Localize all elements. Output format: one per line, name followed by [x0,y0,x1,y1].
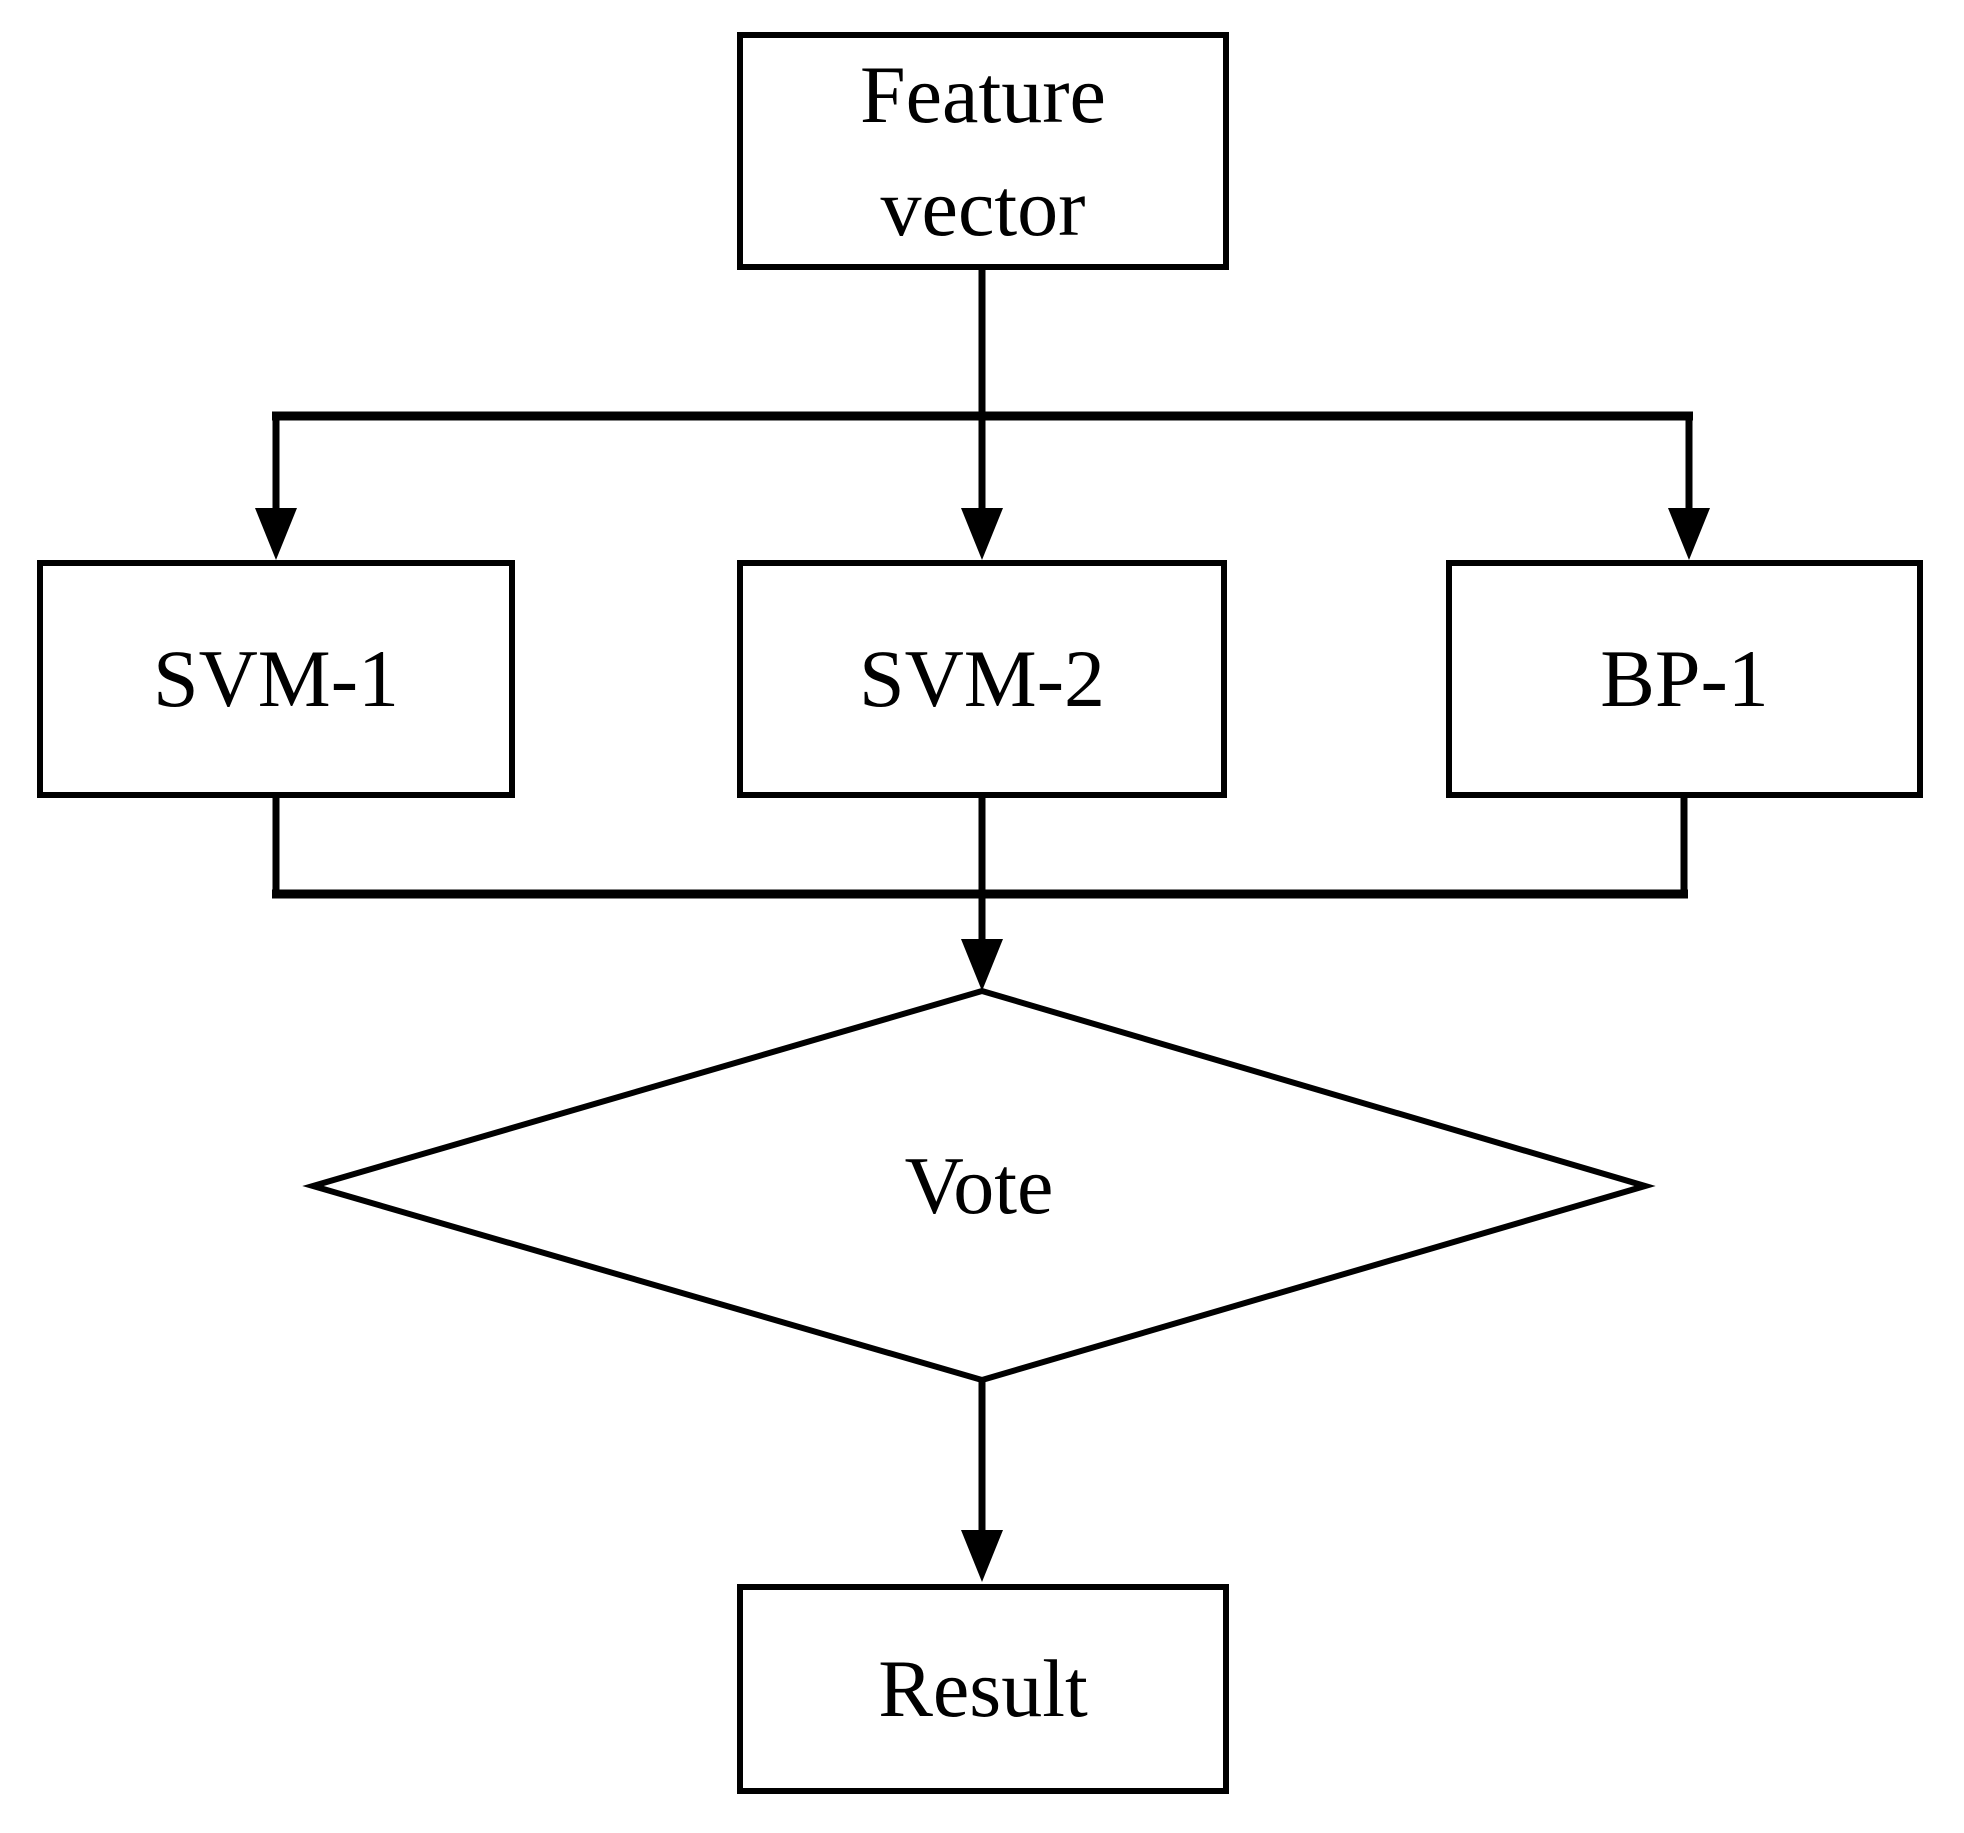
arrowhead-into-vote [961,939,1003,991]
svm1-box: SVM-1 [37,560,515,798]
bp1-label: BP-1 [1600,633,1769,725]
result-label: Result [878,1643,1088,1735]
arrowhead-into-svm1 [255,508,297,560]
svm2-label: SVM-2 [858,633,1106,725]
vote-diamond-shape [302,987,1656,1384]
arrowhead-into-svm2 [961,508,1003,560]
svm1-label: SVM-1 [152,633,400,725]
arrowhead-into-bp1 [1668,508,1710,560]
bp1-box: BP-1 [1446,560,1923,798]
feature-vector-label: Feature vector [860,48,1106,253]
arrowhead-into-result [961,1530,1003,1582]
feature-vector-box: Feature vector [737,32,1229,270]
result-box: Result [737,1584,1229,1794]
svm2-box: SVM-2 [737,560,1227,798]
